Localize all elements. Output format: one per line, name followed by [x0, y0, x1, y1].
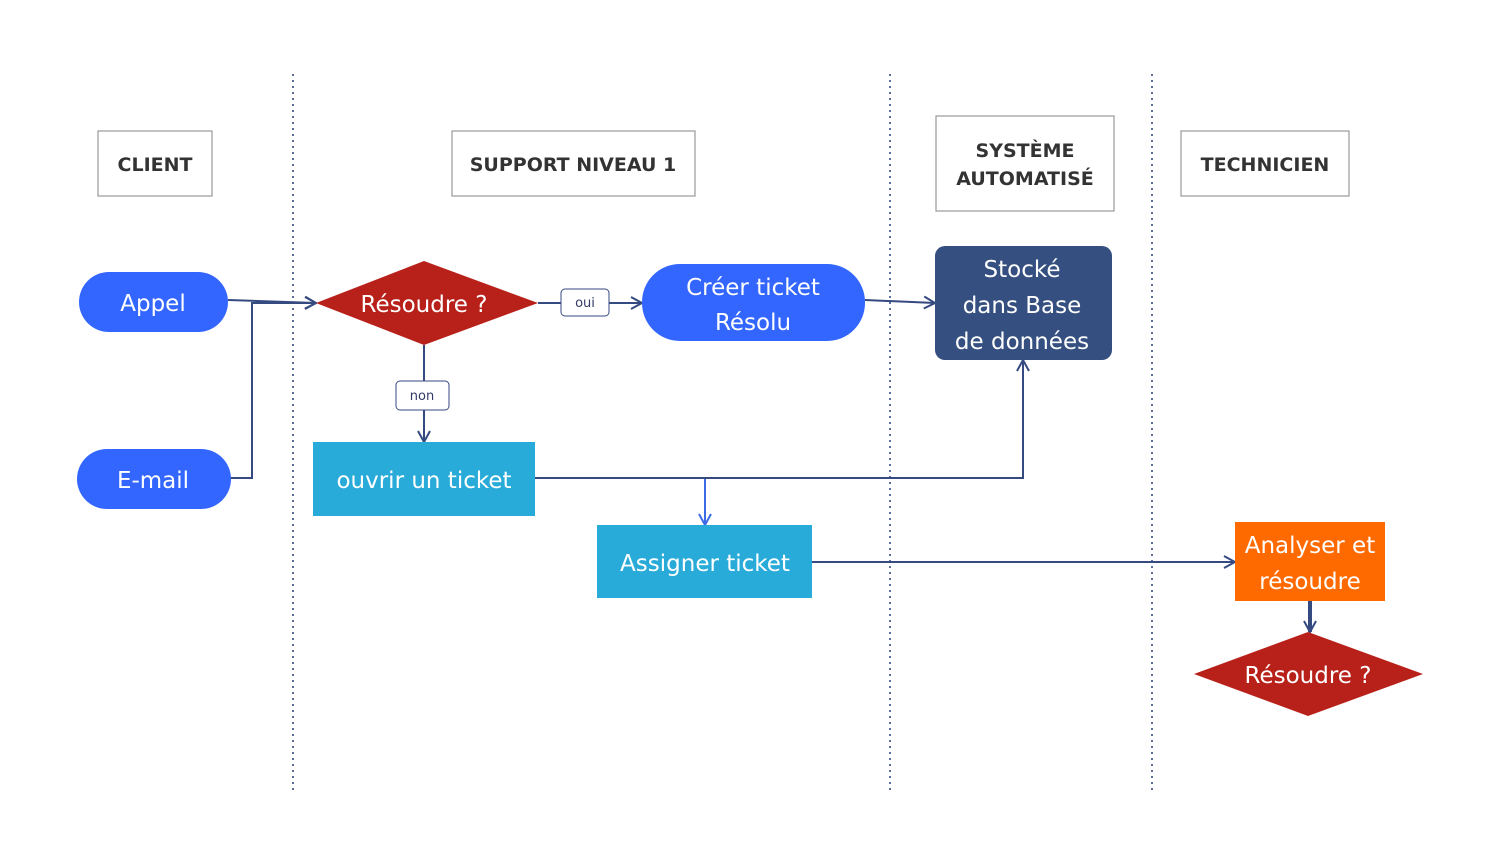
node-appel-label: Appel	[120, 291, 185, 317]
node-creer-ticket[interactable]: Créer ticket Résolu	[642, 264, 865, 341]
node-analyser-line-2: résoudre	[1259, 569, 1360, 595]
node-stocke[interactable]: Stocké dans Base de données	[935, 246, 1112, 360]
lane-header-systeme-line-2: AUTOMATISÉ	[956, 167, 1094, 190]
node-stocke-line-2: dans Base	[963, 293, 1082, 319]
edge-label-oui-text: oui	[575, 296, 595, 311]
edge-label-non: non	[395, 380, 450, 411]
node-assigner-ticket-label: Assigner ticket	[620, 551, 790, 577]
node-appel[interactable]: Appel	[79, 272, 228, 332]
node-resoudre-1-label: Résoudre ?	[361, 292, 488, 318]
node-stocke-line-3: de données	[955, 329, 1089, 355]
node-email-label: E-mail	[117, 468, 189, 494]
lane-header-client-label: CLIENT	[118, 154, 193, 176]
lane-header-support: SUPPORT NIVEAU 1	[451, 130, 696, 197]
node-resoudre-2-label: Résoudre ?	[1245, 663, 1372, 689]
edge-email-to-resoudre	[230, 303, 316, 479]
lane-header-client: CLIENT	[97, 130, 213, 197]
node-resoudre-2[interactable]: Résoudre ?	[1194, 632, 1423, 716]
lane-header-systeme-line-1: SYSTÈME	[976, 139, 1075, 162]
node-ouvrir-ticket[interactable]: ouvrir un ticket	[313, 442, 535, 516]
lane-header-technicien-label: TECHNICIEN	[1201, 154, 1330, 176]
node-resoudre-1[interactable]: Résoudre ?	[316, 261, 538, 345]
edge-creer-to-stocke	[864, 300, 935, 303]
lane-header-systeme: SYSTÈME AUTOMATISÉ	[935, 115, 1115, 212]
lane-header-technicien: TECHNICIEN	[1180, 130, 1350, 197]
node-creer-ticket-line-2: Résolu	[715, 310, 791, 336]
node-creer-ticket-line-1: Créer ticket	[686, 275, 820, 301]
edge-ouvrir-to-stocke	[535, 360, 1023, 479]
node-stocke-line-1: Stocké	[984, 257, 1061, 283]
node-analyser-line-1: Analyser et	[1245, 533, 1375, 559]
node-assigner-ticket[interactable]: Assigner ticket	[597, 525, 812, 598]
node-ouvrir-ticket-label: ouvrir un ticket	[336, 468, 511, 494]
node-analyser[interactable]: Analyser et résoudre	[1235, 522, 1385, 601]
edge-label-non-text: non	[410, 389, 434, 404]
edge-label-oui: oui	[560, 288, 610, 317]
lane-header-support-label: SUPPORT NIVEAU 1	[470, 154, 677, 176]
node-email[interactable]: E-mail	[77, 449, 231, 509]
